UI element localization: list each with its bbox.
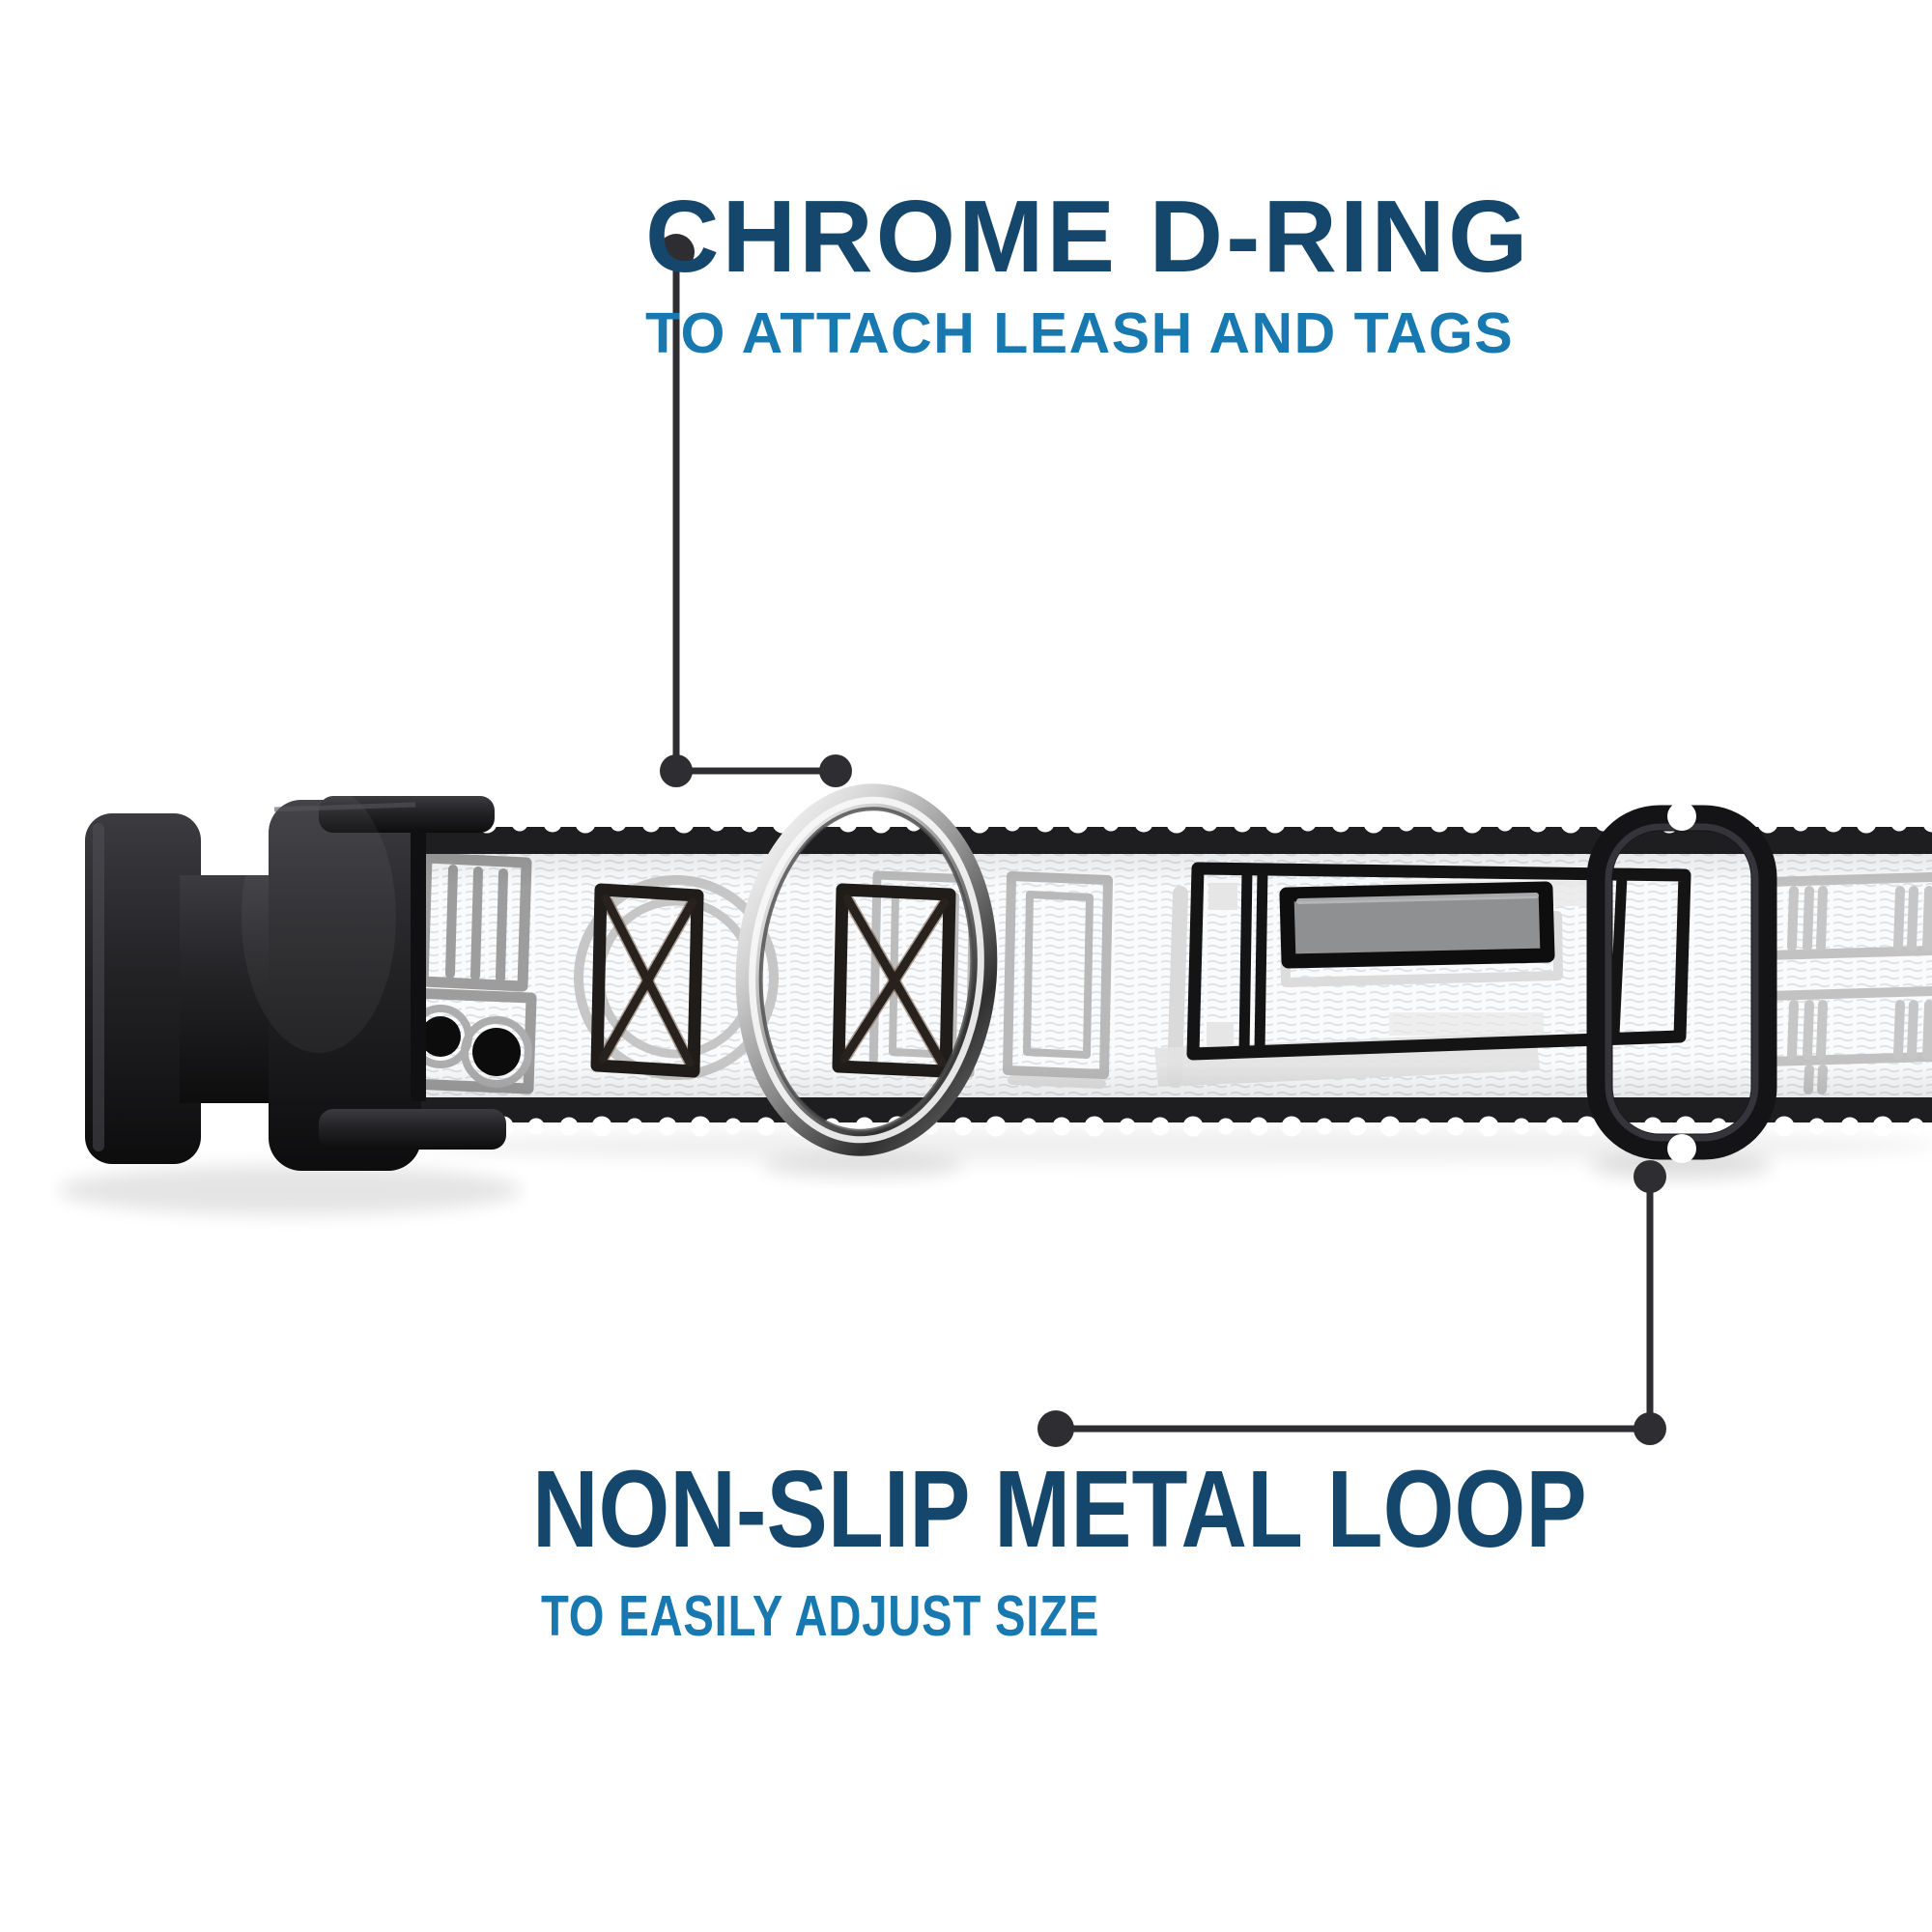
printed-webbing-strap [411,812,1932,1137]
metal-tri-glide-loop [1586,802,1777,1163]
strap-print-pattern [411,854,1932,1097]
drop-shadows [58,1128,1932,1215]
callout-dot [1634,1160,1666,1193]
callout-subtitle-metal-loop: TO EASILY ADJUST SIZE [541,1584,1100,1648]
callout-dot [658,234,695,270]
callout-title-chrome-d-ring: CHROME D-RING [645,180,1531,294]
callout-title-metal-loop: NON-SLIP METAL LOOP [532,1448,1587,1570]
callout-dot [1037,1410,1074,1447]
callout-subtitle-chrome-d-ring: TO ATTACH LEASH AND TAGS [645,301,1515,365]
buckle-inner-wall [411,831,426,1101]
chrome-d-ring [735,783,998,1156]
strap-bottom-edge [411,1097,1932,1122]
side-release-buckle [85,782,506,1171]
callout-dot [1634,1412,1666,1445]
callout-connector-bottom [1037,1160,1666,1447]
callout-connector-top [658,234,852,787]
loop-bottom-notch [1667,1134,1696,1163]
callout-dot [819,754,852,787]
loop-top-notch [1667,802,1696,831]
callout-dot [660,754,693,787]
buckle-bottom-bar [319,1109,506,1150]
